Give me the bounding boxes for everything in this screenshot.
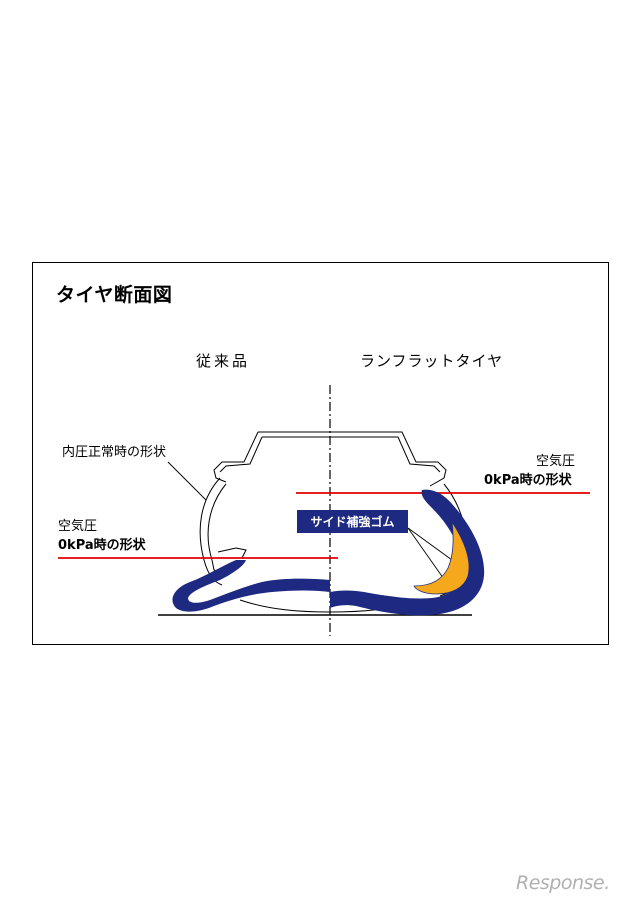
right-zero-line2: 0kPa時の形状 — [484, 473, 572, 488]
conventional-tire-deflated — [172, 560, 330, 612]
label-right-zero-pressure: 空気圧 0kPa時の形状 — [484, 452, 575, 490]
label-left-zero-pressure: 空気圧 0kPa時の形状 — [58, 517, 146, 555]
runflat-tire — [330, 489, 485, 616]
label-conventional: 従来品 — [196, 352, 251, 370]
diagram-title: タイヤ断面図 — [56, 284, 173, 306]
pointer-tag-1 — [407, 527, 447, 583]
watermark-logo: Response. — [516, 872, 610, 894]
right-zero-line1: 空気圧 — [536, 454, 576, 469]
left-zero-line2: 0kPa時の形状 — [58, 538, 146, 553]
left-zero-line1: 空気圧 — [58, 519, 98, 534]
diagram-frame — [32, 262, 609, 645]
label-normal-pressure-shape: 内圧正常時の形状 — [62, 445, 167, 460]
side-reinforcement-rubber — [413, 521, 470, 595]
pointer-normal-shape — [167, 461, 207, 501]
side-reinforcement-tag: サイド補強ゴム — [297, 510, 408, 533]
pointer-tag-2 — [407, 527, 453, 561]
label-runflat: ランフラットタイヤ — [360, 352, 504, 370]
